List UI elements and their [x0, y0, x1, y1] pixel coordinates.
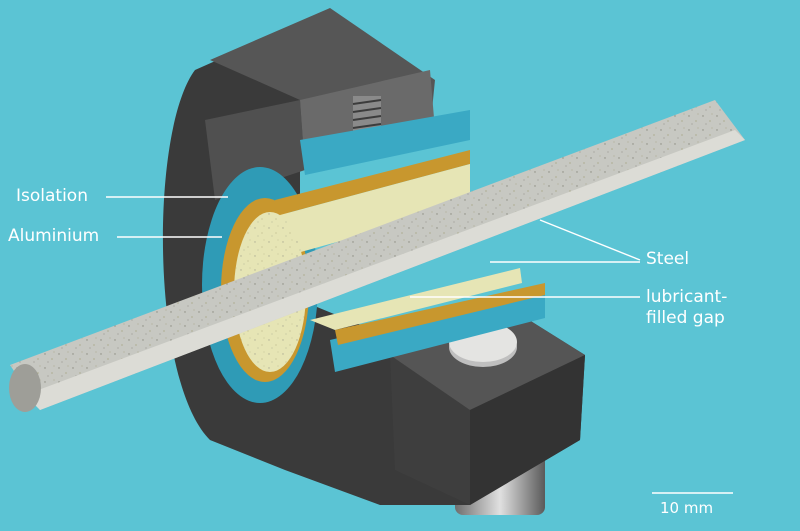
leader-lines — [106, 196, 641, 298]
label-steel: Steel — [646, 249, 690, 269]
scale-bar-label: 10 mm — [660, 499, 714, 517]
label-lubricant-gap: lubricant- filled gap — [646, 287, 728, 328]
steel-shaft — [9, 100, 745, 412]
label-isolation: Isolation — [16, 186, 88, 206]
label-aluminium: Aluminium — [8, 226, 100, 246]
